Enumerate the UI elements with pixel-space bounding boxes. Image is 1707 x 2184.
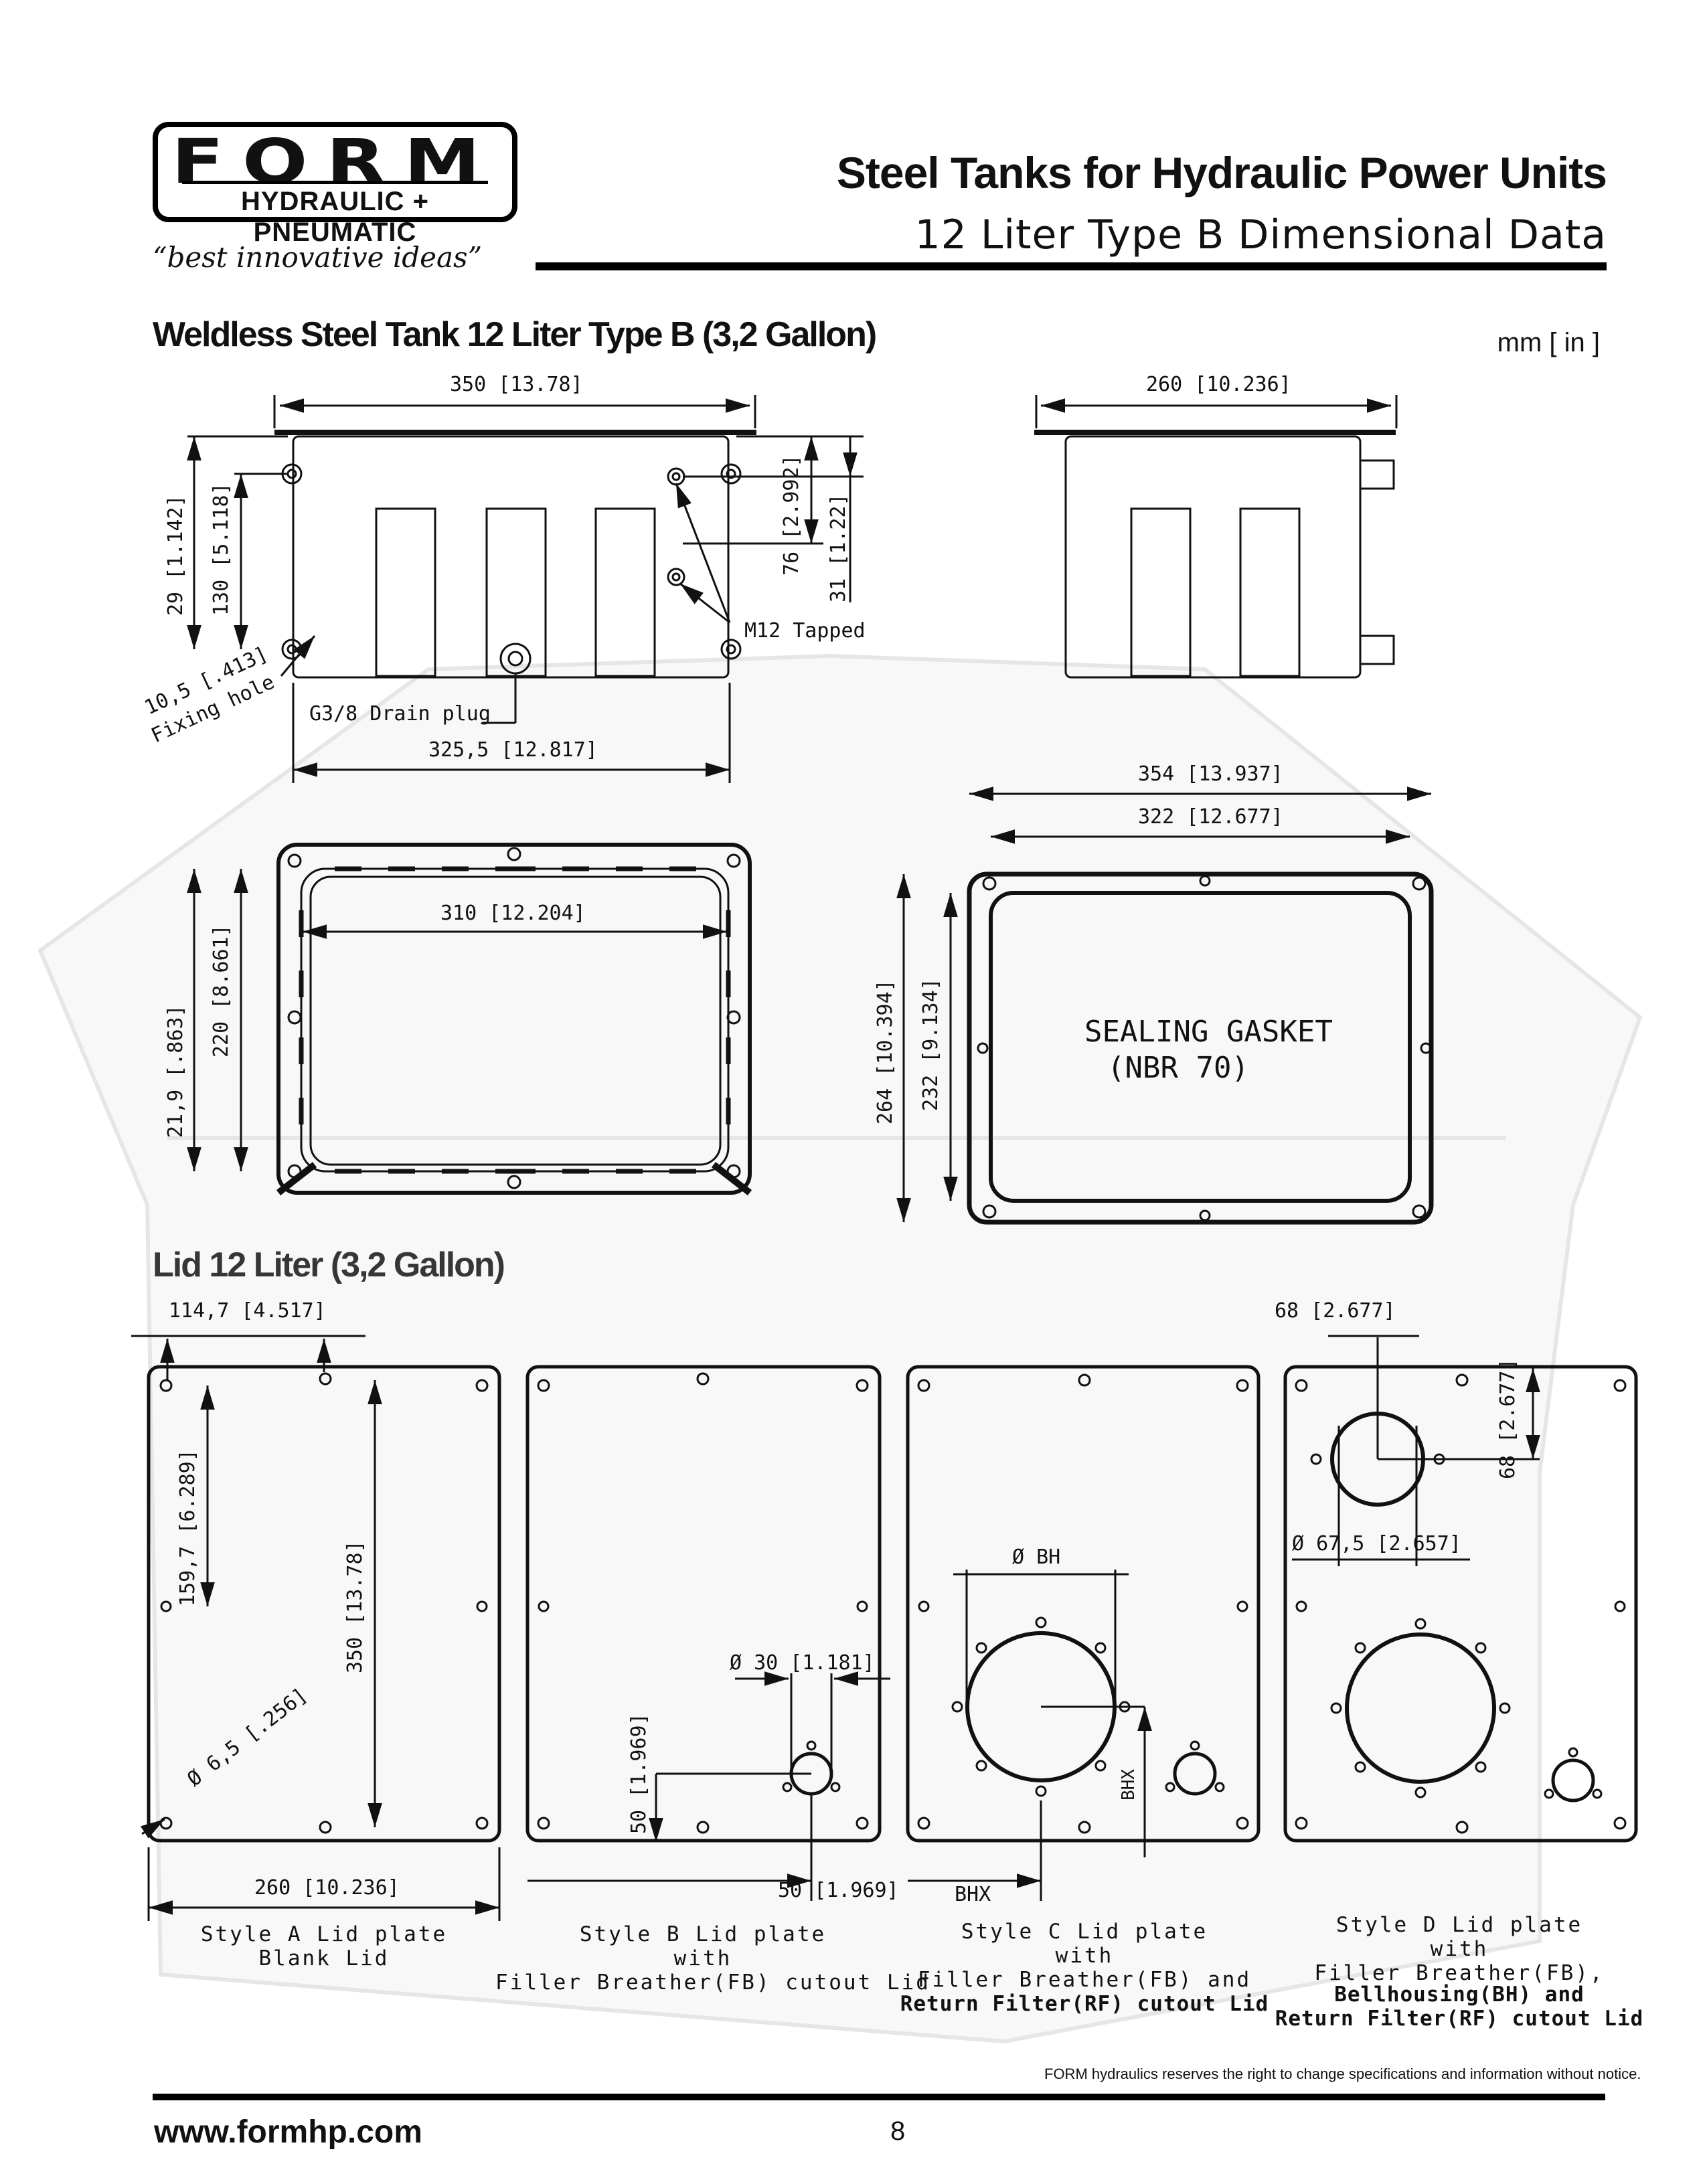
- dim-h76: 76 [2.992]: [780, 454, 803, 576]
- dim-w310: 310 [12.204]: [440, 902, 586, 925]
- dim-lid-159: 159,7 [6.289]: [176, 1449, 199, 1606]
- dim-lid-d-675: Ø 67,5 [2.657]: [1292, 1532, 1461, 1556]
- dim-lid-bhx-v: BHX: [1119, 1769, 1139, 1800]
- logo-divider: [182, 181, 488, 184]
- tank-front-view: [187, 395, 864, 783]
- dim-lid-b-50h: 50 [1.969]: [778, 1879, 899, 1902]
- dim-h29: 29 [1.142]: [164, 495, 187, 616]
- lid-style-b-caption: Style B Lid plate with Filler Breather(F…: [495, 1922, 930, 1995]
- lid-section-title: Lid 12 Liter (3,2 Gallon): [153, 1245, 505, 1285]
- dim-width-front: 350 [13.78]: [450, 373, 583, 396]
- tank-section-title: Weldless Steel Tank 12 Liter Type B (3,2…: [153, 315, 877, 354]
- page-title: Steel Tanks for Hydraulic Power Units: [836, 148, 1607, 197]
- lid-style-d: [1283, 1335, 1638, 1843]
- dim-w354: 354 [13.937]: [1138, 762, 1283, 786]
- units-label: mm [ in ]: [1497, 328, 1600, 357]
- page-number: 8: [890, 2116, 906, 2146]
- footer-rule: [153, 2094, 1605, 2100]
- dim-width-325: 325,5 [12.817]: [428, 738, 598, 762]
- dim-h31: 31 [1.22]: [827, 493, 850, 602]
- gasket-label-line2: (NBR 70): [1107, 1051, 1249, 1085]
- drain-plug-label: G3/8 Drain plug: [309, 702, 491, 726]
- tank-side-view: [1034, 395, 1398, 679]
- lid-style-d-caption: Style D Lid plate with Filler Breather(F…: [1314, 1913, 1605, 1985]
- lid-style-b: [525, 1365, 890, 1901]
- page-subtitle: 12 Liter Type B Dimensional Data: [914, 212, 1607, 258]
- dim-h130: 130 [5.118]: [210, 483, 233, 616]
- lid-style-c: [906, 1365, 1261, 1901]
- dim-h232: 232 [9.134]: [919, 978, 943, 1111]
- header-rule: [536, 262, 1607, 270]
- lid-style-a-caption: Style A Lid plate Blank Lid: [200, 1922, 448, 1970]
- dim-lid-114: 114,7 [4.517]: [169, 1299, 326, 1323]
- dim-lid-bh: Ø BH: [1012, 1545, 1060, 1569]
- dim-h264: 264 [10.394]: [874, 979, 897, 1124]
- lid-style-d-caption-bold: Bellhousing(BH) and Return Filter(RF) cu…: [1275, 1983, 1644, 2031]
- dim-w322: 322 [12.677]: [1138, 805, 1283, 829]
- website-link[interactable]: www.formhp.com: [154, 2114, 422, 2150]
- lid-style-c-caption: Style C Lid plate with Filler Breather(F…: [917, 1920, 1252, 1992]
- tank-top-view: [187, 843, 752, 1195]
- lid-style-c-caption-bold: Return Filter(RF) cutout Lid: [900, 1992, 1269, 2016]
- disclaimer: FORM hydraulics reserves the right to ch…: [1044, 2066, 1641, 2082]
- dim-lid-260: 260 [10.236]: [254, 1876, 400, 1900]
- lid-style-a: [131, 1335, 501, 1921]
- dim-lid-350: 350 [13.78]: [343, 1540, 367, 1673]
- dim-h220: 220 [8.661]: [210, 924, 233, 1058]
- form-logo: FORM HYDRAULIC + PNEUMATIC: [153, 122, 517, 247]
- dim-width-side: 260 [10.236]: [1146, 373, 1291, 396]
- m12-tapped-label: M12 Tapped: [744, 619, 866, 643]
- sealing-gasket-view: [896, 786, 1434, 1225]
- logo-subtitle: HYDRAULIC + PNEUMATIC: [240, 187, 430, 247]
- dim-lid-fb-30: Ø 30 [1.181]: [730, 1651, 875, 1675]
- dim-lid-bhx-h: BHX: [955, 1883, 991, 1906]
- tank-photo-background: [37, 653, 1643, 2044]
- tagline: “best innovative ideas”: [153, 241, 483, 274]
- dim-h21: 21,9 [.863]: [164, 1005, 187, 1138]
- gasket-label-line1: SEALING GASKET: [1084, 1015, 1333, 1049]
- dim-lid-d-68h: 68 [2.677]: [1275, 1299, 1396, 1323]
- dim-lid-d-68v: 68 [2.677]: [1496, 1358, 1520, 1479]
- dim-lid-b-50v: 50 [1.969]: [627, 1713, 651, 1834]
